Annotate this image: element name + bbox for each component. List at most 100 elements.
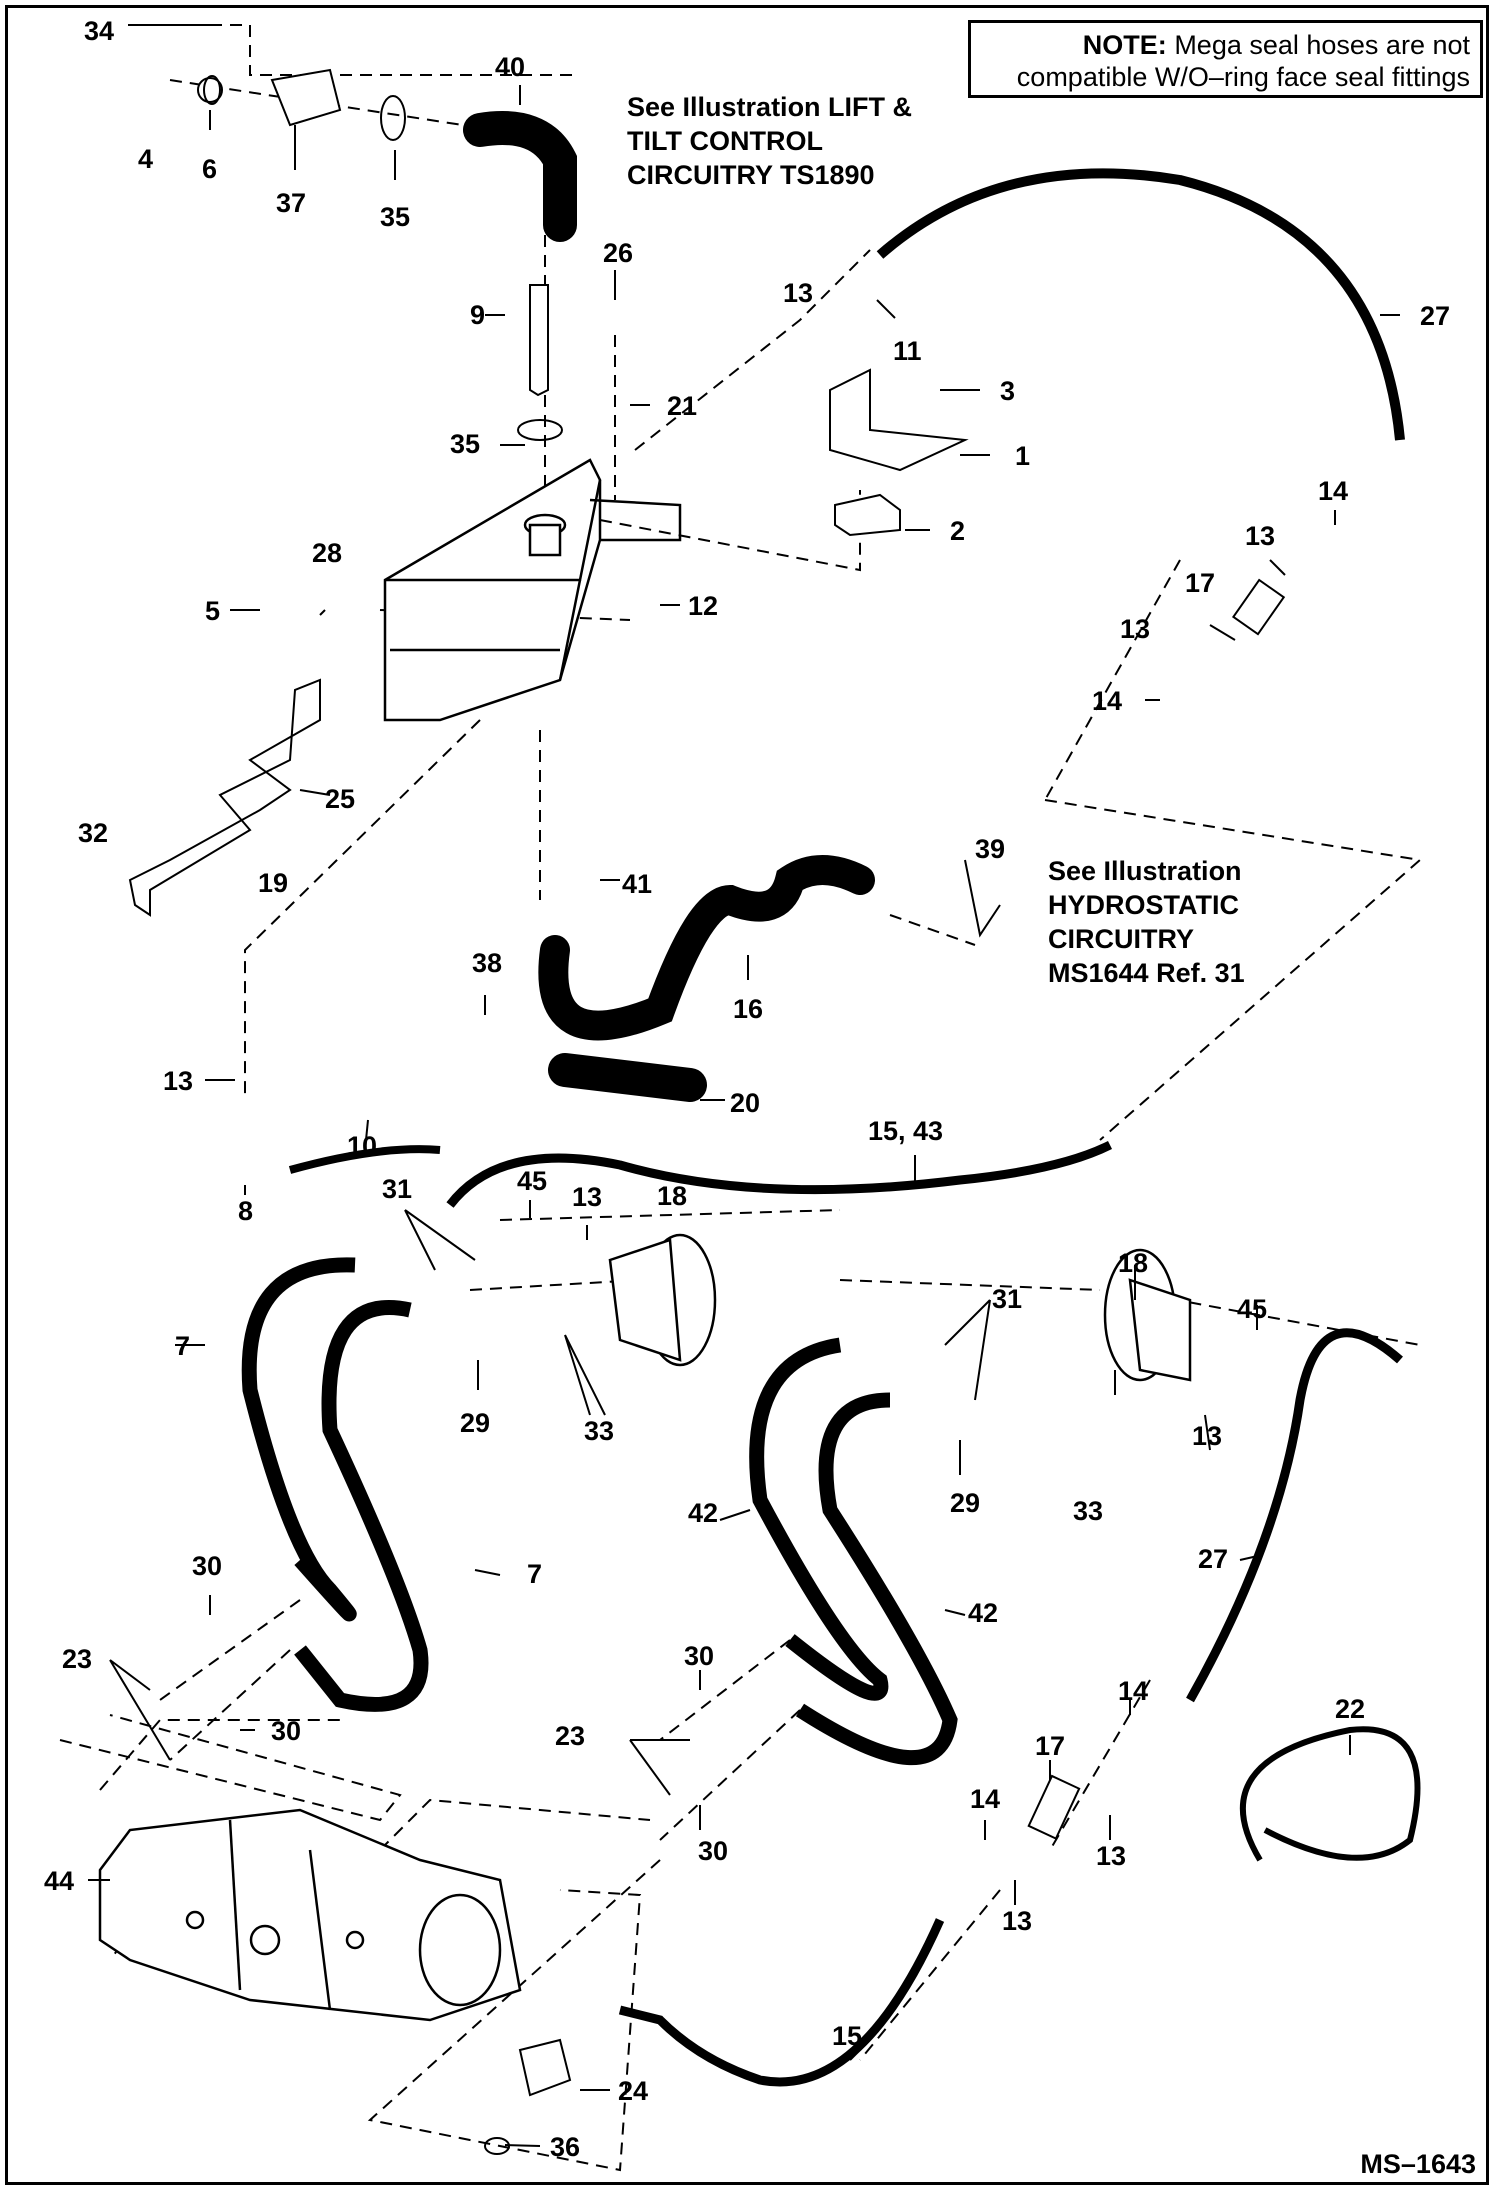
callout-13-g: 13: [1096, 1841, 1126, 1871]
elbow-hose-40: [463, 111, 577, 242]
callout-14-d: 14: [970, 1784, 1000, 1814]
filter-17-upper: [1231, 578, 1286, 636]
callout-35-top: 35: [380, 202, 410, 232]
callout-3: 3: [1000, 376, 1015, 406]
leader-lines: [88, 24, 1400, 2147]
ref-lift-tilt-line2: TILT CONTROL: [627, 126, 823, 156]
callout-19: 19: [258, 868, 288, 898]
callout-40: 40: [495, 52, 525, 82]
callout-37: 37: [276, 188, 306, 218]
note-line1: Mega seal hoses are not: [1174, 30, 1470, 60]
hose-42a: [749, 1337, 889, 1701]
callout-13-c: 13: [1120, 614, 1150, 644]
callout-13-b: 13: [1245, 521, 1275, 551]
filter-17-lower: [1027, 1774, 1081, 1840]
callout-18-right: 18: [1118, 1248, 1148, 1278]
callout-17-lower: 17: [1035, 1731, 1065, 1761]
bracket-1: [829, 368, 969, 472]
callout-30-d: 30: [698, 1836, 728, 1866]
callout-27-upper: 27: [1420, 301, 1450, 331]
reference-lift-tilt: See Illustration LIFT & TILT CONTROL CIR…: [627, 92, 912, 190]
reference-hydrostatic: See Illustration HYDROSTATIC CIRCUITRY M…: [1048, 856, 1245, 988]
callout-15-lower: 15: [832, 2021, 862, 2051]
clamp-35: [517, 419, 563, 441]
callout-20: 20: [730, 1088, 760, 1118]
pump-assembly: [98, 1808, 522, 2022]
reservoir-tank: [383, 458, 682, 722]
note-lead: NOTE:: [1082, 30, 1167, 60]
callout-45-right: 45: [1237, 1294, 1267, 1324]
callout-31-left: 31: [382, 1174, 412, 1204]
hose-10: [288, 1145, 441, 1174]
callout-38: 38: [472, 948, 502, 978]
callout-30-c: 30: [684, 1641, 714, 1671]
callout-29-right: 29: [950, 1488, 980, 1518]
callout-23-left: 23: [62, 1644, 92, 1674]
callout-6: 6: [202, 154, 217, 184]
callout-28: 28: [312, 538, 342, 568]
assembly-lines: [59, 24, 1423, 2172]
document-id: MS–1643: [1360, 2149, 1476, 2179]
callout-33-left: 33: [584, 1416, 614, 1446]
callout-29-left: 29: [460, 1408, 490, 1438]
filler-tube: [529, 284, 549, 397]
callout-30-b: 30: [271, 1716, 301, 1746]
flange-37: [270, 68, 342, 127]
callout-14-c: 14: [1118, 1676, 1148, 1706]
sleeve-20: [548, 1053, 707, 1102]
ref-lift-tilt-line1: See Illustration LIFT &: [627, 92, 912, 122]
ref-lift-tilt-line3: CIRCUITRY TS1890: [627, 160, 875, 190]
callout-10: 10: [347, 1131, 377, 1161]
callout-32: 32: [78, 818, 108, 848]
callout-7-left: 7: [175, 1331, 190, 1361]
ref-hydro-line3: CIRCUITRY: [1048, 924, 1194, 954]
callout-42-right: 42: [968, 1598, 998, 1628]
motor-flange-left: [608, 1233, 717, 1367]
hose-7b: [294, 1300, 429, 1712]
callout-labels: 34 4 6 37 35 40 9 26 21 35 13 11 3 1 2 2…: [44, 16, 1450, 2162]
hose-42b: [795, 1392, 958, 1766]
callout-7-right: 7: [527, 1559, 542, 1589]
note-line2: compatible W/O–ring face seal fittings: [1016, 62, 1470, 92]
callout-27-lower: 27: [1198, 1544, 1228, 1574]
callout-9: 9: [470, 300, 485, 330]
bracket-25: [128, 678, 321, 917]
hose-16: [538, 855, 875, 1041]
clamp-top: [380, 95, 406, 141]
callout-5: 5: [205, 596, 220, 626]
callout-31-right: 31: [992, 1284, 1022, 1314]
callout-16: 16: [733, 994, 763, 1024]
callout-1: 1: [1015, 441, 1030, 471]
valve-24: [518, 2038, 572, 2097]
hose-27-upper: [876, 168, 1405, 441]
hose-15-43: [446, 1140, 1113, 1208]
callout-13-f: 13: [1192, 1421, 1222, 1451]
callout-44: 44: [44, 1866, 74, 1896]
callout-39: 39: [975, 834, 1005, 864]
callout-26: 26: [603, 238, 633, 268]
callout-13-e: 13: [572, 1182, 602, 1212]
callout-12: 12: [688, 591, 718, 621]
hose-15-lower: [618, 1918, 945, 2087]
hose-7a: [241, 1257, 357, 1622]
ref-hydro-line2: HYDROSTATIC: [1048, 890, 1239, 920]
callout-2: 2: [950, 516, 965, 546]
callout-25: 25: [325, 784, 355, 814]
motor-flange-right: [1103, 1248, 1192, 1382]
callout-34: 34: [84, 16, 114, 46]
callout-36: 36: [550, 2132, 580, 2162]
callout-35-mid: 35: [450, 429, 480, 459]
callout-14-b: 14: [1092, 686, 1122, 716]
ref-hydro-line4: MS1644 Ref. 31: [1048, 958, 1245, 988]
ref-hydro-line1: See Illustration: [1048, 856, 1242, 886]
callout-17-upper: 17: [1185, 568, 1215, 598]
callout-21: 21: [667, 391, 697, 421]
hose-22: [1240, 1726, 1421, 1862]
callout-8: 8: [238, 1196, 253, 1226]
callout-18-left: 18: [657, 1181, 687, 1211]
callout-24: 24: [618, 2076, 648, 2106]
callout-14-a: 14: [1318, 476, 1348, 506]
callout-11: 11: [893, 336, 922, 366]
hose-27-lower: [1186, 1328, 1403, 1703]
